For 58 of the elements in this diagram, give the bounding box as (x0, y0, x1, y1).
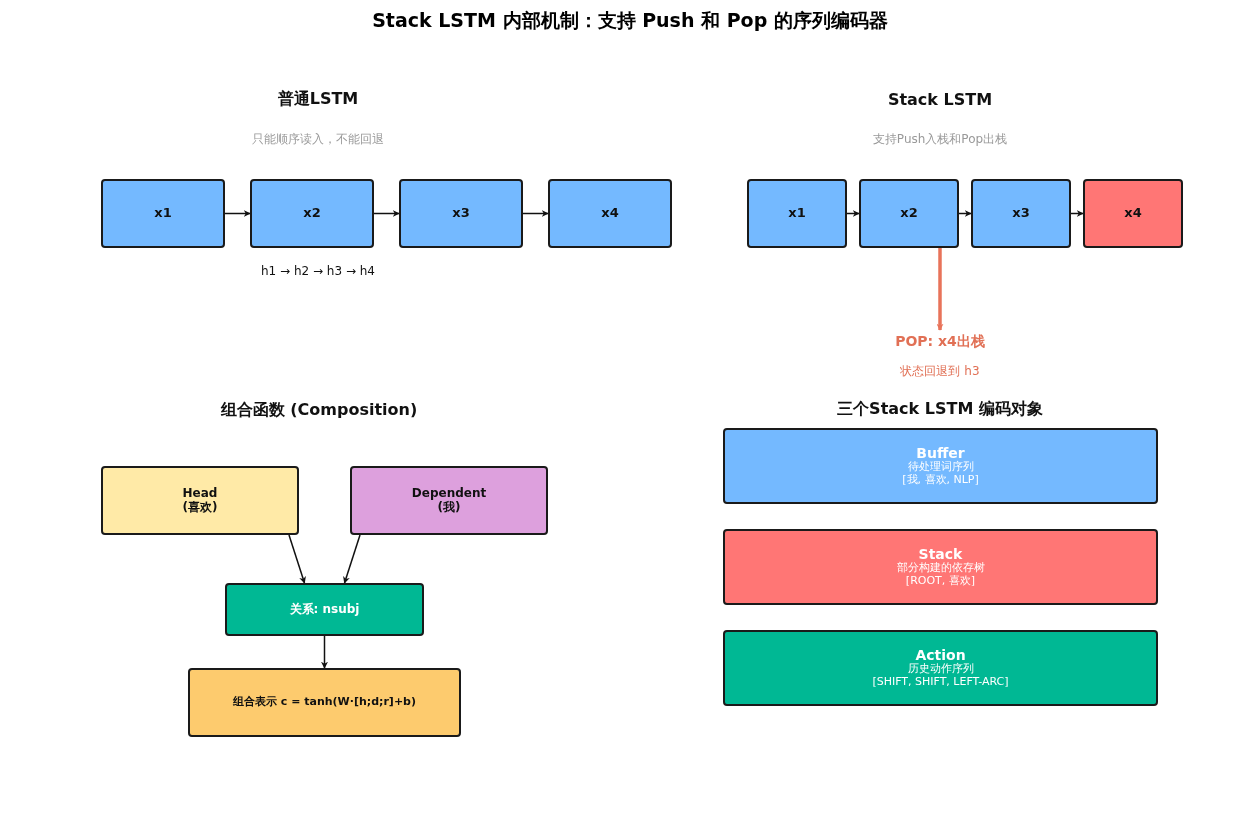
token-box (747, 179, 847, 248)
node-label: x2 (303, 206, 321, 221)
token-box (1083, 179, 1183, 248)
node-detail: 待处理词序列 (907, 461, 974, 474)
node-detail: (喜欢) (182, 500, 218, 515)
node-label: 组合表示 c = tanh(W·[h;d;r]+b) (233, 696, 416, 709)
head-box (101, 466, 299, 535)
node-detail: [SHIFT, SHIFT, LEFT-ARC] (872, 676, 1009, 689)
diagram-title: Stack LSTM 内部机制：支持 Push 和 Pop 的序列编码器 (372, 8, 888, 33)
subtitle: 只能顺序读入，不能回退 (252, 130, 384, 148)
token-box (971, 179, 1071, 248)
arrow (288, 534, 306, 584)
arrow (343, 534, 361, 584)
node-label: 关系: nsubj (289, 602, 360, 617)
node-label: Buffer (916, 445, 965, 462)
node-detail: (我) (437, 500, 461, 515)
section-title: 三个Stack LSTM 编码对象 (837, 398, 1043, 420)
node-label: Stack (918, 546, 963, 563)
node-label: x1 (154, 206, 172, 221)
node-label: x1 (788, 206, 806, 221)
arrow (522, 210, 549, 217)
token-box (548, 179, 672, 248)
section-title: 组合函数 (Composition) (220, 399, 418, 421)
section-title: Stack LSTM (887, 89, 993, 109)
node-detail: [我, 喜欢, NLP] (902, 474, 979, 487)
node-label: x3 (452, 206, 470, 221)
token-box (101, 179, 225, 248)
node-label: x4 (601, 206, 619, 221)
arrow (224, 210, 251, 217)
node-label: x3 (1012, 206, 1030, 221)
action-box (723, 630, 1158, 706)
token-box (859, 179, 959, 248)
buffer-box (723, 428, 1158, 504)
token-box (250, 179, 374, 248)
stack-box (723, 529, 1158, 605)
node-label: x4 (1124, 206, 1142, 221)
arrow (936, 248, 944, 331)
subtitle: 支持Push入栈和Pop出栈 (872, 130, 1008, 148)
node-label: Action (915, 647, 966, 664)
section-title: 普通LSTM (277, 88, 359, 110)
node-label: Head (182, 486, 218, 501)
state-note: 状态回退到 h3 (900, 362, 980, 380)
arrow (1070, 210, 1084, 217)
node-detail: 历史动作序列 (907, 663, 974, 677)
sequence-note: h1 → h2 → h3 → h4 (261, 264, 375, 278)
arrow (321, 635, 328, 669)
pop-label: POP: x4出栈 (895, 332, 985, 350)
node-detail: [ROOT, 喜欢] (905, 575, 976, 588)
token-box (399, 179, 523, 248)
arrow (373, 210, 400, 217)
node-detail: 部分构建的依存树 (896, 562, 985, 575)
relation-box (225, 583, 424, 636)
dependent-box (350, 466, 548, 535)
arrow (846, 210, 860, 217)
node-label: x2 (900, 206, 918, 221)
arrow (958, 210, 972, 217)
node-label: Dependent (411, 486, 487, 501)
composition-box (188, 668, 461, 737)
